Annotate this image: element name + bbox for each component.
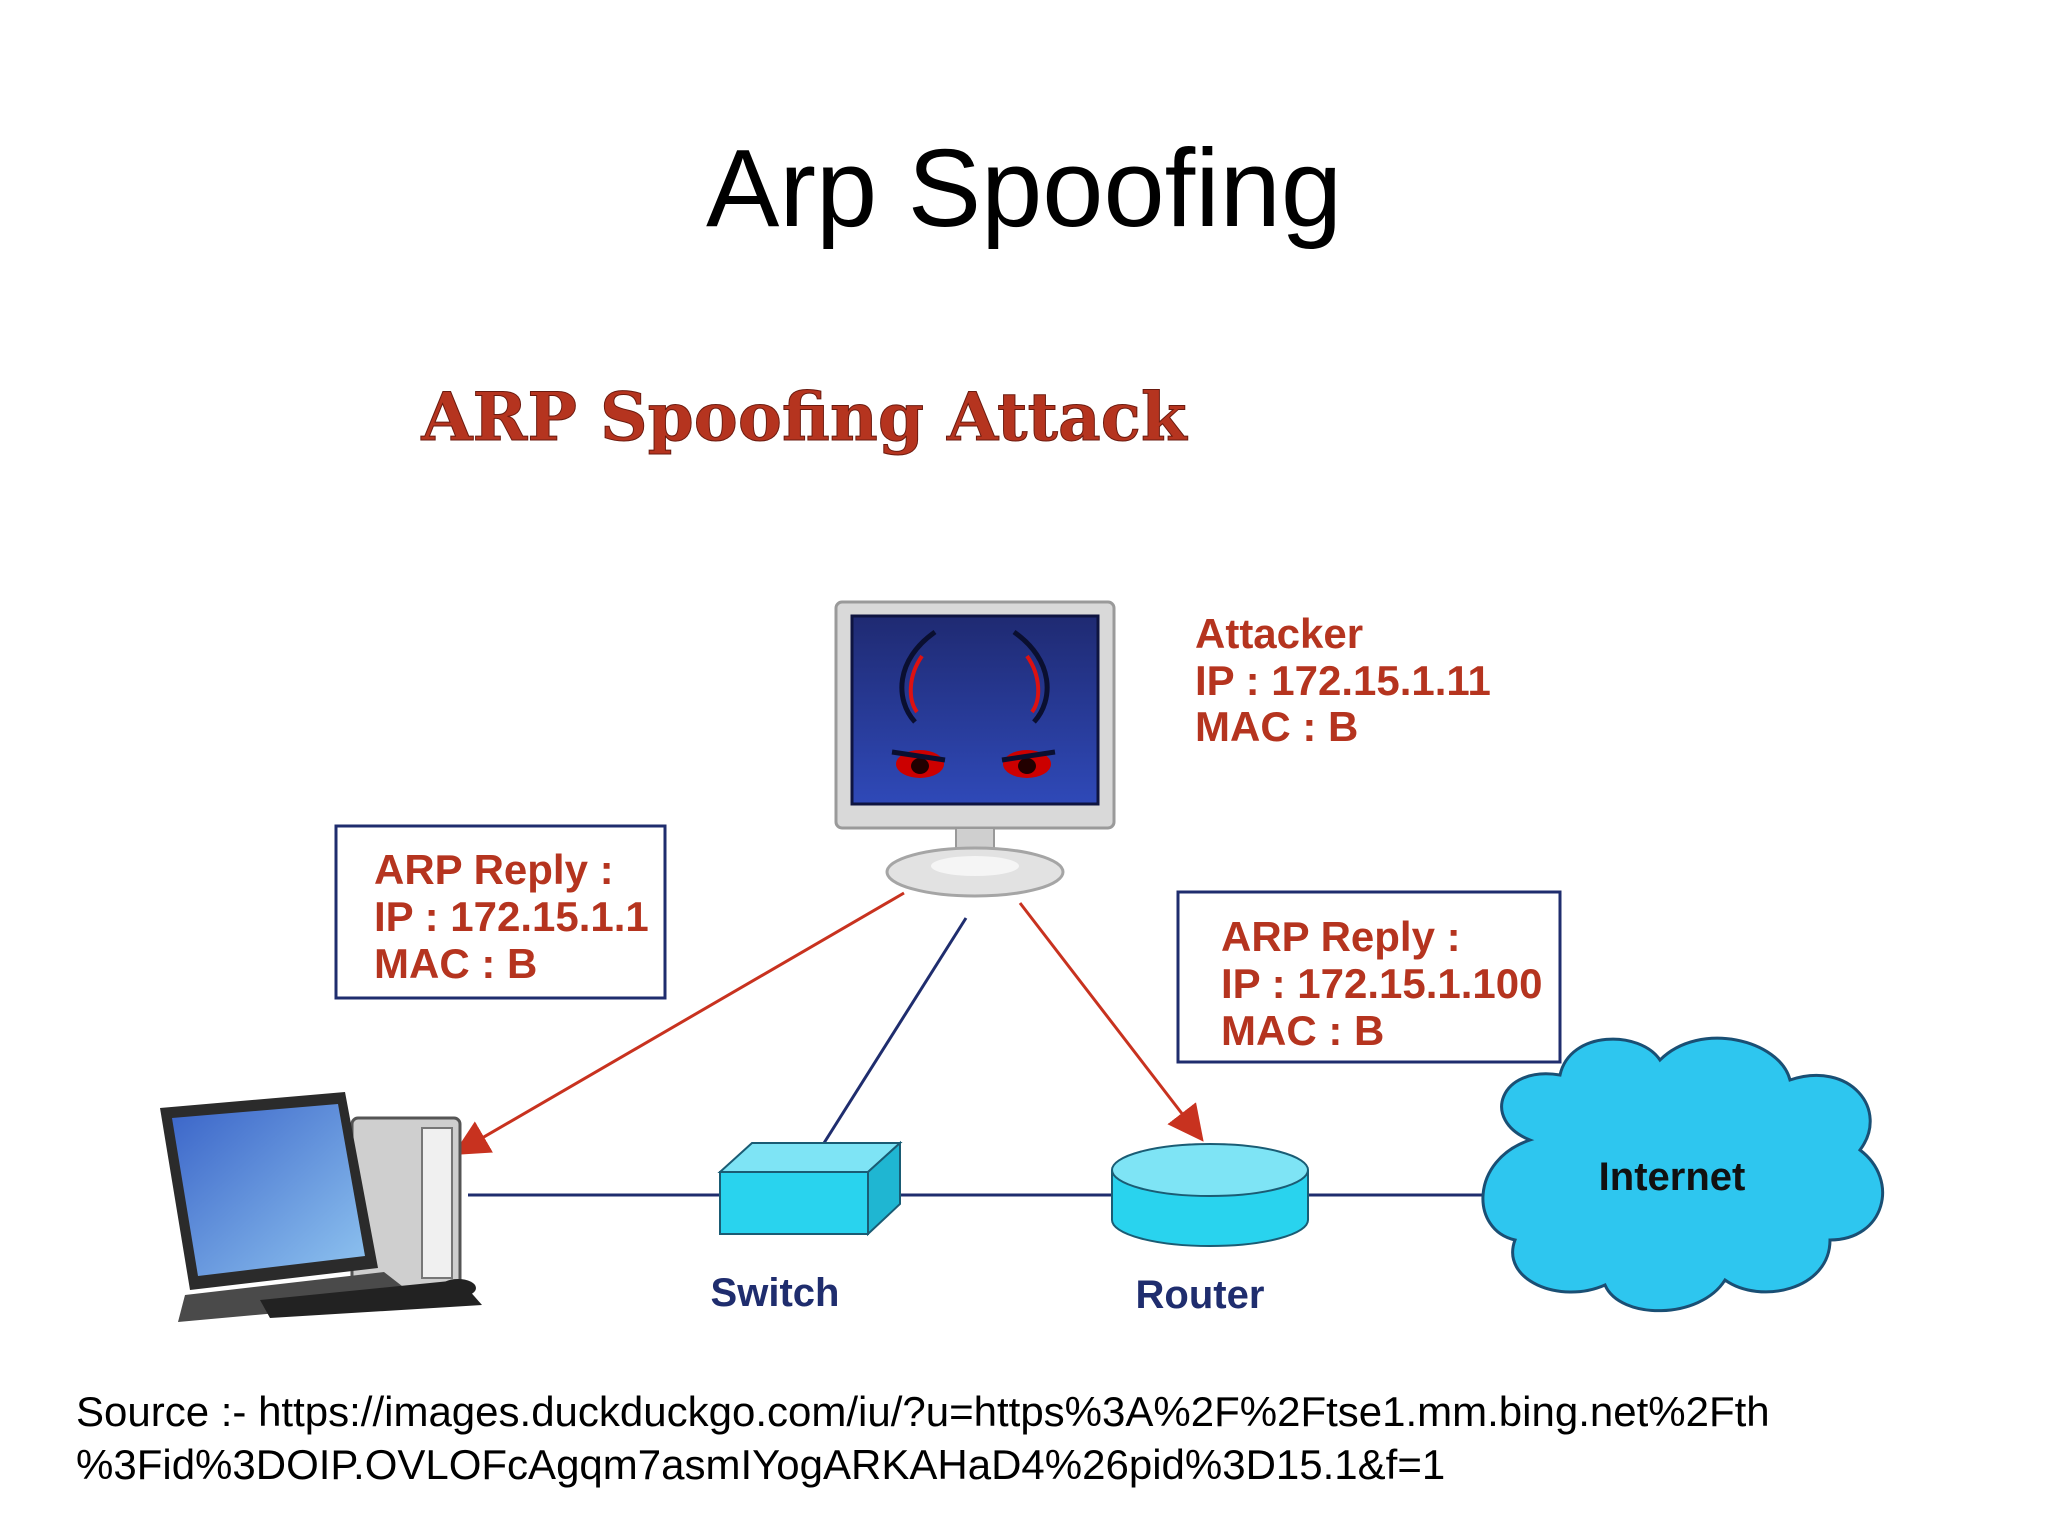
internet-label: Internet <box>1599 1155 1746 1199</box>
switch-icon <box>717 1140 903 1237</box>
attacker-label: Attacker <box>1195 610 1363 657</box>
arp-reply-right-mac: MAC : B <box>1221 1007 1384 1054</box>
router-label: Router <box>1136 1273 1265 1317</box>
arp-reply-left-title: ARP Reply : <box>374 846 614 893</box>
slide-title: Arp Spoofing <box>706 127 1342 250</box>
victim-computer-icon <box>160 1092 482 1322</box>
arp-reply-arrow-right <box>1018 902 1204 1142</box>
arp-reply-right-ip: IP : 172.15.1.100 <box>1221 960 1542 1007</box>
source-line-1: Source :- https://images.duckduckgo.com/… <box>76 1388 1770 1435</box>
router-icon <box>1111 1143 1309 1247</box>
switch-label: Switch <box>711 1271 840 1315</box>
source-line-2: %3Fid%3DOIP.OVLOFcAgqm7asmIYogARKAHaD4%2… <box>76 1441 1446 1488</box>
arp-reply-left-mac: MAC : B <box>374 940 537 987</box>
arp-reply-left-ip: IP : 172.15.1.1 <box>374 893 649 940</box>
attacker-ip: IP : 172.15.1.11 <box>1195 657 1491 704</box>
diagram-title: ARP Spoofing Attack <box>420 378 1188 456</box>
attacker-mac: MAC : B <box>1195 703 1358 750</box>
attacker-monitor-icon <box>834 600 1116 898</box>
arp-reply-box-right: ARP Reply : IP : 172.15.1.100 MAC : B <box>1176 890 1562 1064</box>
arp-reply-arrow-left <box>452 891 905 1156</box>
arp-reply-box-left: ARP Reply : IP : 172.15.1.1 MAC : B <box>334 824 667 1000</box>
network-links <box>468 917 1496 1197</box>
internet-cloud-icon <box>1481 1036 1885 1313</box>
link-attacker-switch <box>822 917 968 1144</box>
arp-reply-right-title: ARP Reply : <box>1221 913 1461 960</box>
source-citation: Source :- https://images.duckduckgo.com/… <box>76 1385 1996 1491</box>
